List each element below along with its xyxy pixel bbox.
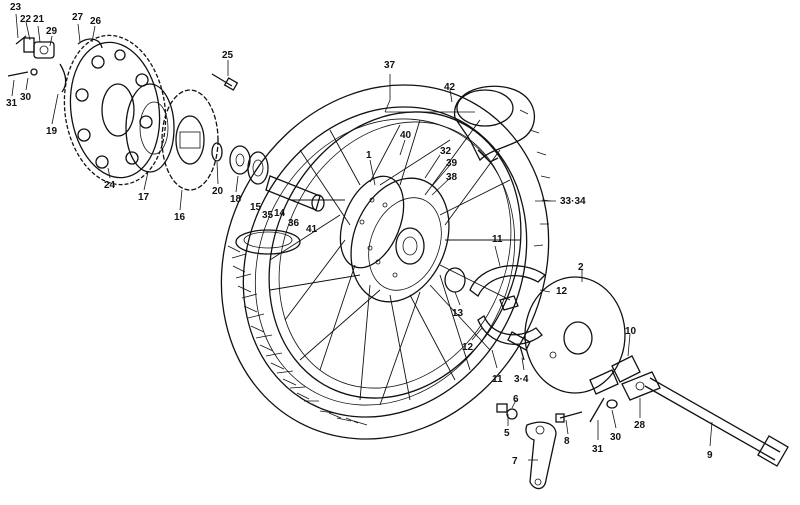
part-label: 17	[138, 192, 150, 203]
part-label: 12	[556, 286, 568, 297]
bolt-25	[211, 73, 239, 91]
part-label: 7	[512, 456, 518, 467]
part-label: 37	[384, 60, 396, 71]
part-label: 30	[610, 432, 622, 443]
part-label: 42	[444, 82, 456, 93]
chain-case-cover	[454, 85, 536, 163]
part-label: 14	[274, 208, 286, 219]
part-label: 1	[366, 150, 372, 161]
wheel-hub	[339, 175, 450, 303]
part-label: 2	[578, 262, 584, 273]
part-label: 40	[400, 130, 412, 141]
part-label: 27	[72, 12, 84, 23]
leader-lines	[11, 13, 713, 461]
part-label: 6	[513, 394, 519, 405]
part-label: 11	[492, 234, 503, 245]
part-label: 35	[262, 210, 274, 221]
part-label: 18	[230, 194, 242, 205]
part-label: 3·4	[514, 374, 529, 385]
axle-spacers-bearings	[211, 142, 325, 212]
part-label: 32	[440, 146, 452, 157]
part-label: 13	[452, 308, 464, 319]
part-labels: 23 22 21 29 27 26 31 30 19 24 17 16 25 2…	[6, 2, 713, 467]
part-label: 41	[306, 224, 318, 235]
part-label: 15	[250, 202, 262, 213]
part-label: 29	[46, 26, 58, 37]
part-label: 12	[462, 342, 474, 353]
part-label: 31	[592, 444, 604, 455]
part-label: 31	[6, 98, 18, 109]
part-label: 36	[288, 218, 300, 229]
rear-sprocket	[63, 34, 167, 186]
brake-arm-hardware	[496, 397, 618, 423]
part-label: 38	[446, 172, 458, 183]
chain-adjuster-parts	[7, 35, 103, 93]
part-label: 28	[634, 420, 646, 431]
brake-panel	[524, 276, 626, 395]
part-label: 30	[20, 92, 32, 103]
part-label: 20	[212, 186, 224, 197]
part-label: 5	[504, 428, 510, 439]
part-label: 11	[492, 374, 503, 385]
wheel-spokes	[269, 119, 520, 406]
part-label: 26	[90, 16, 102, 27]
part-label: 24	[104, 180, 116, 191]
part-label: 23	[10, 2, 22, 13]
brake-cam	[507, 331, 531, 361]
part-label: 39	[446, 158, 458, 169]
part-label: 25	[222, 50, 234, 61]
part-label: 19	[46, 126, 58, 137]
damper-rubber	[161, 89, 219, 191]
rear-tire	[220, 84, 552, 440]
part-label: 21	[33, 14, 45, 25]
axle-collar	[611, 355, 661, 401]
part-label: 9	[707, 450, 713, 461]
sprocket-flange	[125, 83, 175, 173]
brake-arm	[525, 421, 557, 490]
part-label: 8	[564, 436, 570, 447]
part-label: 33·34	[560, 196, 586, 207]
part-label: 10	[625, 326, 637, 337]
part-label: 16	[174, 212, 186, 223]
part-label: 22	[20, 14, 32, 25]
rear-axle	[644, 377, 789, 467]
